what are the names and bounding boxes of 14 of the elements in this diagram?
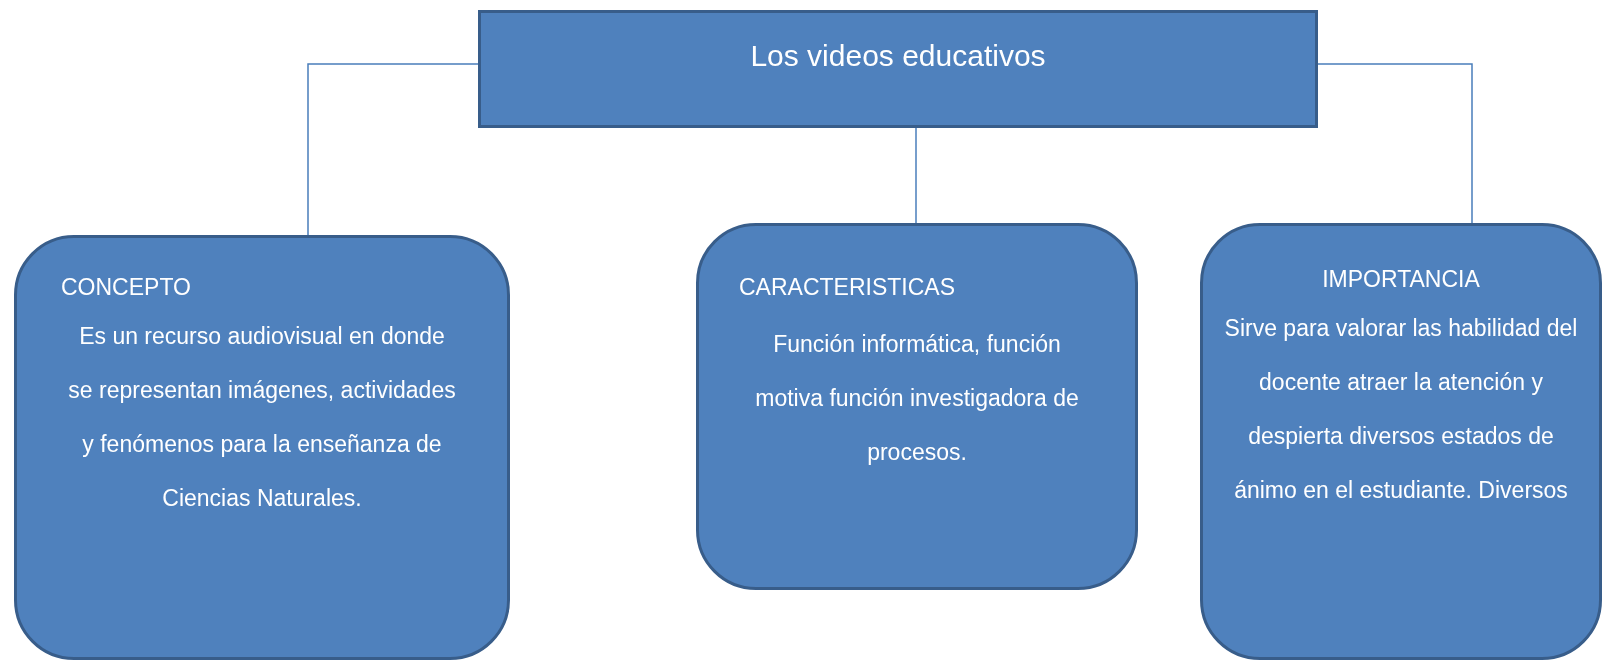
connector-line [1317, 63, 1473, 224]
heading-text: IMPORTANCIA [1321, 265, 1481, 294]
title-box [478, 10, 1318, 128]
rounded-box [14, 235, 510, 660]
body-text: Función informática, función motiva función investigadora de procesos. [754, 329, 1080, 467]
heading-text: CARACTERISTICAS [738, 273, 956, 302]
rounded-box [696, 223, 1138, 590]
rounded-box [1200, 223, 1602, 660]
body-text: Sirve para valorar las habilidad del docente atraer la atención y despierta diversos estados de ánimo en el estudiante. Diversos [1223, 313, 1579, 505]
heading-text: CONCEPTO [60, 273, 192, 302]
heading-text: Los videos educativos [749, 38, 1047, 74]
connector-line [307, 63, 479, 236]
body-text: Es un recurso audiovisual en donde se representan imágenes, actividades y fenómenos para la enseñanza de Ciencias Naturales. [67, 321, 457, 513]
connector-line [915, 127, 917, 224]
